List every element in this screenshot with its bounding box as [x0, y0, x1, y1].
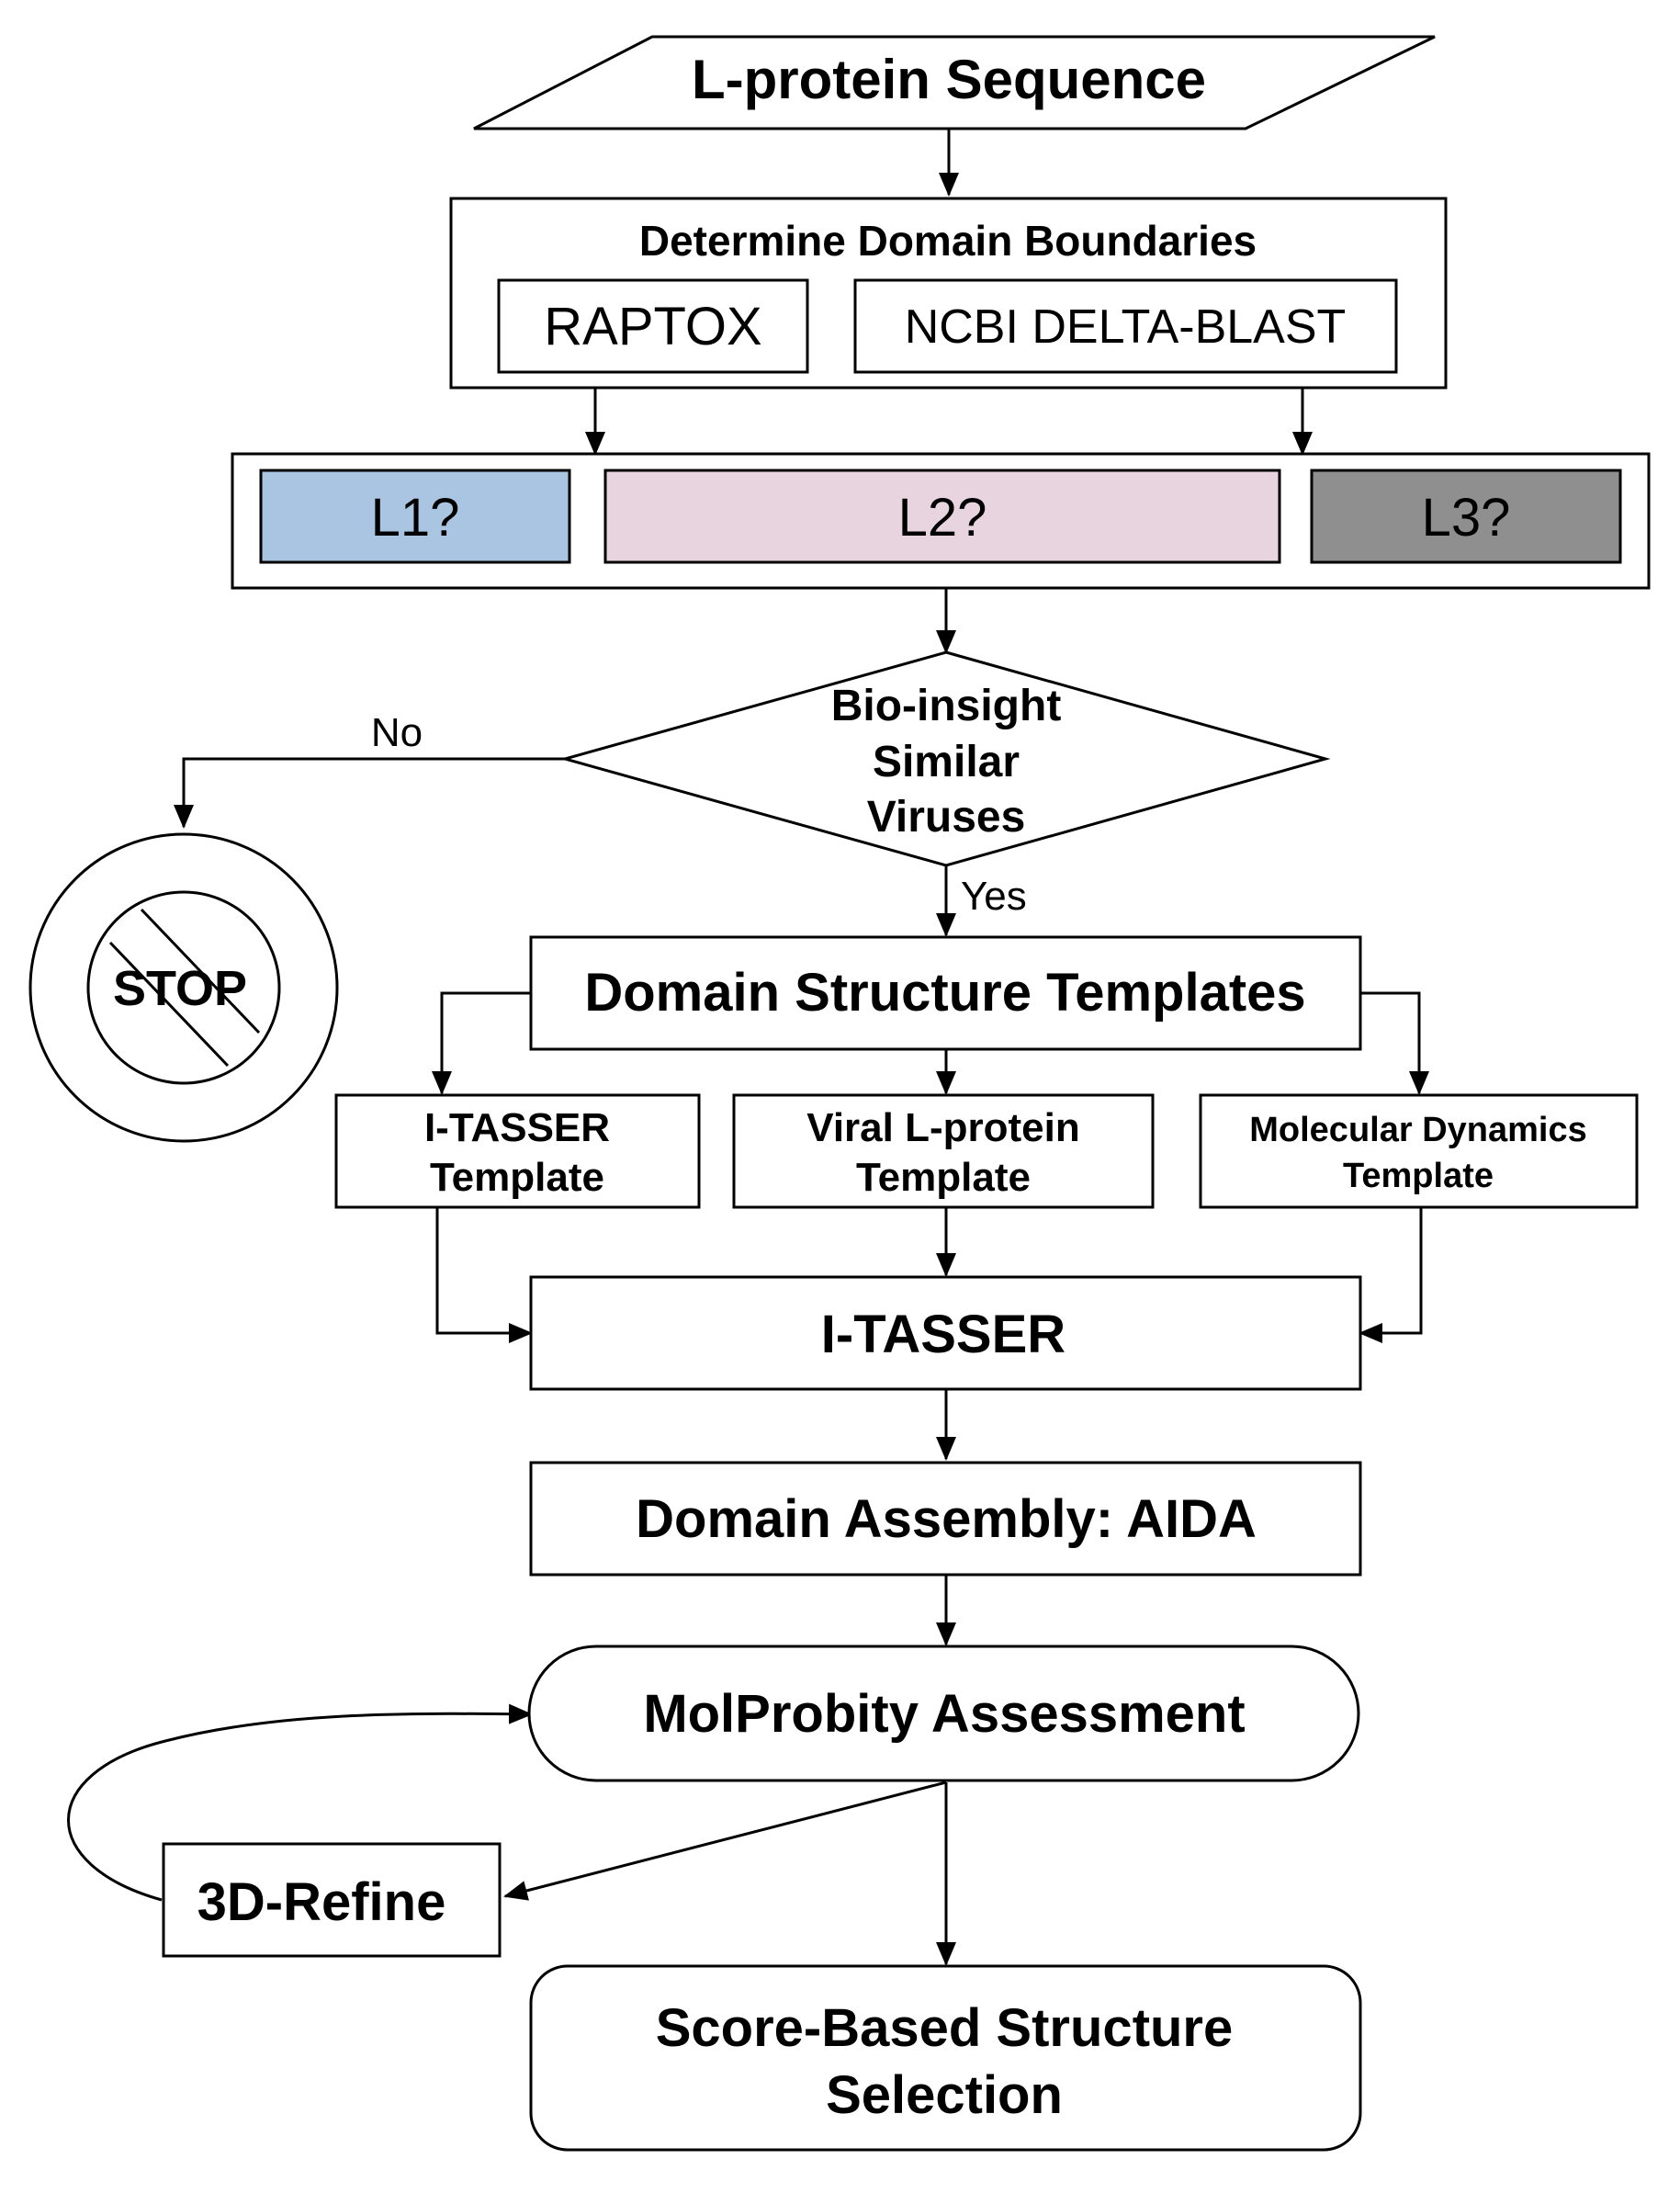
template-viral-node: Viral L-protein Template — [732, 1093, 1155, 1209]
refine-node: 3D-Refine — [162, 1842, 502, 1958]
decision-yes-label: Yes — [961, 874, 1027, 919]
stop-slash-line-a — [140, 908, 261, 1034]
stop-label: STOP — [113, 961, 247, 1016]
domain-l1-box — [259, 469, 571, 564]
domain-boundaries-title: Determine Domain Boundaries — [639, 217, 1257, 265]
decision-no-label: No — [371, 710, 423, 755]
selection-line-2: Selection — [826, 2065, 1063, 2125]
template-viral-line-1: Viral L-protein — [806, 1105, 1079, 1150]
assembly-node: Domain Assembly: AIDA — [529, 1461, 1362, 1577]
templates-title-label: Domain Structure Templates — [584, 963, 1305, 1023]
domain-l3-label: L3? — [1422, 488, 1511, 548]
raptox-box — [497, 278, 809, 374]
refine-label: 3D-Refine — [197, 1872, 446, 1932]
selection-node: Score-Based Structure Selection — [529, 1964, 1362, 2152]
edge-itasser-template-to-itasser — [435, 1207, 533, 1343]
edge-templates-to-itasser-template — [432, 991, 531, 1095]
template-md-line-2: Template — [1343, 1157, 1494, 1195]
edges — [67, 129, 1429, 1966]
assessment-label: MolProbity Assessment — [643, 1684, 1245, 1744]
template-md-line-1: Molecular Dynamics — [1249, 1111, 1586, 1149]
input-label: L-protein Sequence — [692, 49, 1206, 110]
decision-line-2: Similar — [873, 738, 1020, 786]
template-itasser-line-1: I-TASSER — [424, 1105, 610, 1150]
template-itasser-node: I-TASSER Template — [334, 1093, 701, 1209]
stop-sign: STOP — [28, 832, 339, 1143]
edge-decision-no-to-stop — [174, 757, 565, 829]
itasser-label: I-TASSER — [821, 1305, 1066, 1364]
domain-l2-label: L2? — [898, 488, 987, 548]
itasser-node: I-TASSER — [529, 1275, 1362, 1391]
stop-inner-ring — [86, 890, 281, 1085]
delta-blast-label: NCBI DELTA-BLAST — [905, 300, 1347, 354]
decision-line-3: Viruses — [867, 793, 1026, 842]
domain-l2-box — [603, 469, 1281, 564]
template-itasser-line-2: Template — [430, 1155, 604, 1200]
raptox-label: RAPTOX — [544, 297, 761, 356]
domain-boundaries-node: Determine Domain Boundaries RAPTOX NCBI … — [449, 197, 1448, 390]
template-viral-line-2: Template — [856, 1155, 1031, 1200]
edge-assessment-to-refine — [503, 1780, 947, 1901]
delta-blast-box — [853, 278, 1398, 374]
edge-md-template-to-itasser — [1359, 1207, 1423, 1343]
edge-templates-to-md-template — [1360, 991, 1429, 1095]
templates-title-node: Domain Structure Templates — [529, 935, 1362, 1051]
decision-node: Bio-insight Similar Viruses No Yes — [371, 650, 1331, 919]
decision-line-1: Bio-insight — [831, 682, 1062, 730]
domains-node: L1? L2? L3? — [231, 452, 1651, 590]
assessment-node: MolProbity Assessment — [527, 1645, 1360, 1782]
input-node: L-protein Sequence — [473, 35, 1436, 130]
assembly-label: Domain Assembly: AIDA — [636, 1489, 1257, 1549]
stop-outer-ring — [28, 832, 339, 1143]
template-md-node: Molecular Dynamics Template — [1199, 1093, 1639, 1209]
stop-slash-line-b — [108, 941, 230, 1068]
edge-refine-loop-to-assessment — [67, 1703, 533, 1902]
selection-line-1: Score-Based Structure — [656, 1998, 1234, 2058]
domain-l3-box — [1310, 469, 1622, 564]
domain-l1-label: L1? — [371, 488, 460, 548]
